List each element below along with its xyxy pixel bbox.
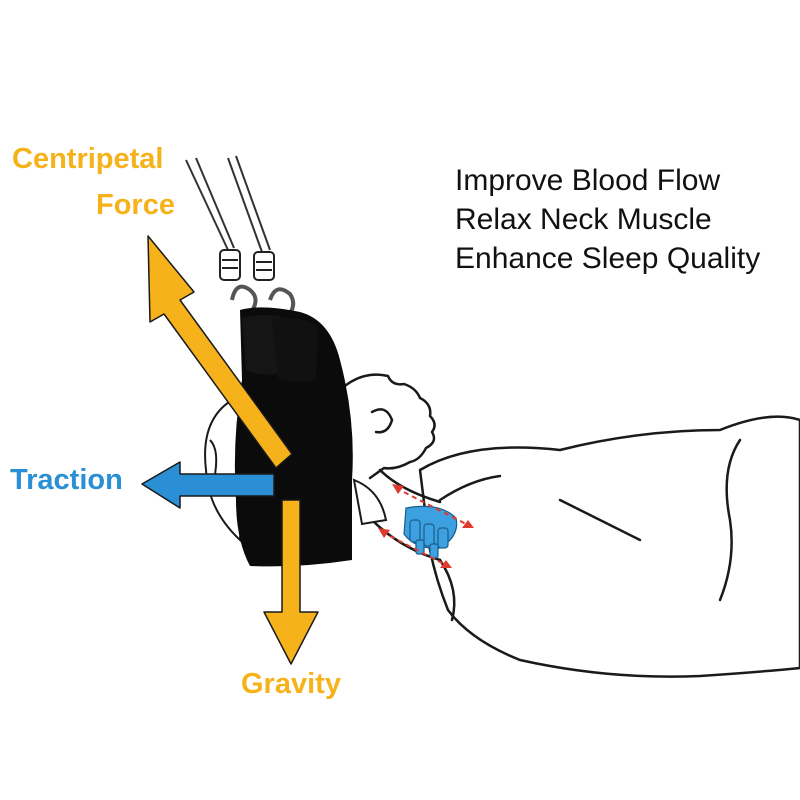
hammock-illustration (234, 307, 353, 567)
traction-arrow (141, 461, 275, 509)
gravity-label: Gravity (241, 668, 341, 700)
benefit-improve-blood-flow: Improve Blood Flow (455, 164, 721, 197)
centripetal-force-arrow (147, 235, 293, 469)
benefit-enhance-sleep-quality: Enhance Sleep Quality (455, 242, 761, 275)
person-lying-illustration (338, 373, 800, 678)
benefit-relax-neck-muscle: Relax Neck Muscle (455, 203, 712, 236)
traction-label: Traction (10, 464, 123, 496)
cervical-spine-icon (403, 505, 458, 559)
strap-clips (219, 249, 275, 281)
stretch-arrowheads (378, 484, 474, 568)
stretch-markers (381, 487, 471, 567)
rope-straps (185, 155, 271, 253)
gravity-arrow (263, 499, 319, 665)
centripetal-force-label-line1: Centripetal (12, 143, 164, 175)
centripetal-force-label-line2: Force (96, 189, 175, 221)
